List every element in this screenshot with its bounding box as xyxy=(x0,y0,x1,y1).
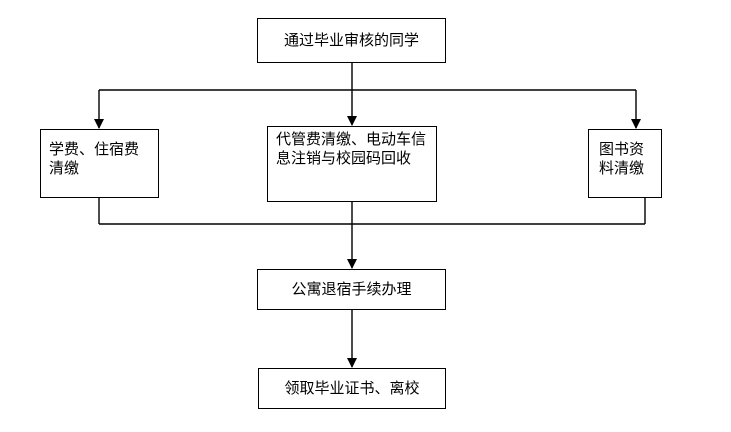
node-diploma-leave-label: 领取毕业证书、离校 xyxy=(284,379,420,397)
node-tuition-fee: 学费、住宿费清缴 xyxy=(40,129,159,198)
node-apartment-checkout: 公寓退宿手续办理 xyxy=(257,269,446,310)
node-graduation-review-label: 通过毕业审核的同学 xyxy=(283,31,419,49)
node-library-materials: 图书资料清缴 xyxy=(588,129,662,198)
node-apartment-checkout-label: 公寓退宿手续办理 xyxy=(291,280,412,298)
node-custody-fee-label: 代管费清缴、电动车信息注销与校园码回收 xyxy=(276,130,427,167)
node-diploma-leave: 领取毕业证书、离校 xyxy=(258,368,446,409)
node-custody-fee: 代管费清缴、电动车信息注销与校园码回收 xyxy=(267,126,437,202)
node-tuition-fee-label: 学费、住宿费清缴 xyxy=(49,140,140,177)
node-library-materials-label: 图书资料清缴 xyxy=(599,140,645,177)
node-graduation-review: 通过毕业审核的同学 xyxy=(257,18,446,63)
